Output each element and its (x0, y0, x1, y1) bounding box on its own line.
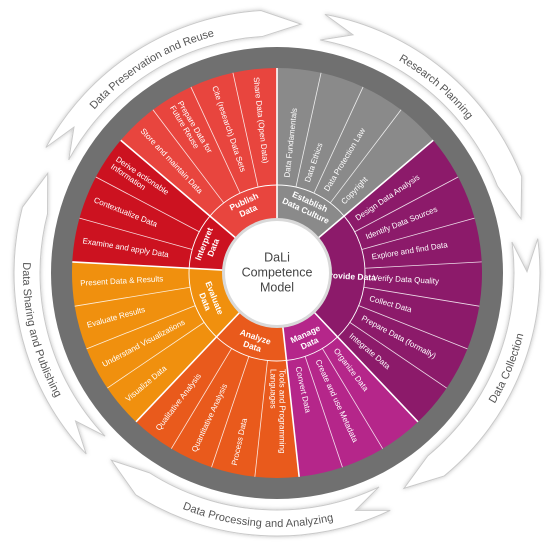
cycle-arrow-data-processing-and-analyzing (110, 459, 391, 537)
area-divider (281, 324, 300, 477)
competence-verify-data-quality: Verify Data Quality (373, 273, 440, 286)
competence-divider (354, 176, 459, 233)
model-title-line: Model (260, 280, 294, 294)
competence-divider (329, 109, 402, 204)
competence-divider (170, 348, 232, 449)
area-divider (316, 139, 434, 240)
competence-divider (254, 360, 268, 477)
center-circle (225, 221, 329, 325)
competence-divider (107, 322, 205, 389)
competence-divider (152, 109, 225, 204)
area-label-line: Provide Data (324, 270, 377, 283)
competence-divider (232, 72, 259, 188)
competence-divider (190, 86, 241, 194)
competence-divider (322, 348, 384, 449)
competence-divider (363, 286, 480, 307)
area-ring-edge (337, 215, 366, 338)
segment-interpret-data (72, 140, 239, 271)
competence-label-line: Tools and Programming (277, 369, 286, 453)
competence-divider (211, 356, 250, 468)
area-ring-edge (276, 184, 345, 217)
area-divider (120, 139, 238, 240)
competence-divider (95, 176, 200, 233)
segment-evaluate-data (71, 261, 243, 422)
cycle-arrow-data-preservation-and-reuse (45, 9, 303, 161)
area-label-provide-data: Provide Data (324, 270, 377, 283)
competence-label-line: Languages (268, 369, 277, 409)
competence-segments (71, 68, 482, 479)
area-divider (135, 310, 242, 423)
area-divider (312, 310, 419, 423)
area-divider (72, 261, 226, 271)
competence-divider (304, 356, 343, 468)
cycle-arrow-ring (13, 9, 541, 537)
segment-establish-data-culture (277, 68, 434, 241)
area-ring-edge (209, 184, 278, 217)
competence-divider (295, 72, 322, 188)
area-ring-edge (286, 336, 338, 361)
cycle-arrow-research-planning (320, 13, 523, 221)
competence-divider (74, 286, 191, 307)
cycle-arrow-data-sharing-and-publishing (13, 171, 106, 455)
segment-manage-data (282, 309, 418, 477)
segment-dividers (72, 68, 482, 477)
competence-present-data-and-results: Present Data & Results (80, 274, 164, 287)
competence-divider (358, 305, 468, 350)
cycle-arrow-data-collection (402, 238, 541, 490)
model-title-line: DaLi (264, 250, 290, 264)
competence-label-line: Verify Data Quality (373, 273, 440, 286)
segment-publish-data (120, 68, 277, 241)
competence-divider (313, 86, 364, 194)
segment-provide-data (311, 140, 482, 422)
area-ring-edge (188, 215, 211, 269)
competence-divider (364, 261, 482, 269)
model-title-line: Competence (242, 265, 313, 279)
competence-divider (86, 305, 196, 350)
competence-tools-and-programming-languages: Tools and ProgrammingLanguages (268, 369, 286, 453)
competence-label-line: Present Data & Results (80, 274, 164, 287)
competence-divider (349, 322, 447, 389)
competence-divider (361, 217, 475, 250)
competence-divider (79, 217, 193, 250)
segment-analyze-data (136, 309, 300, 479)
